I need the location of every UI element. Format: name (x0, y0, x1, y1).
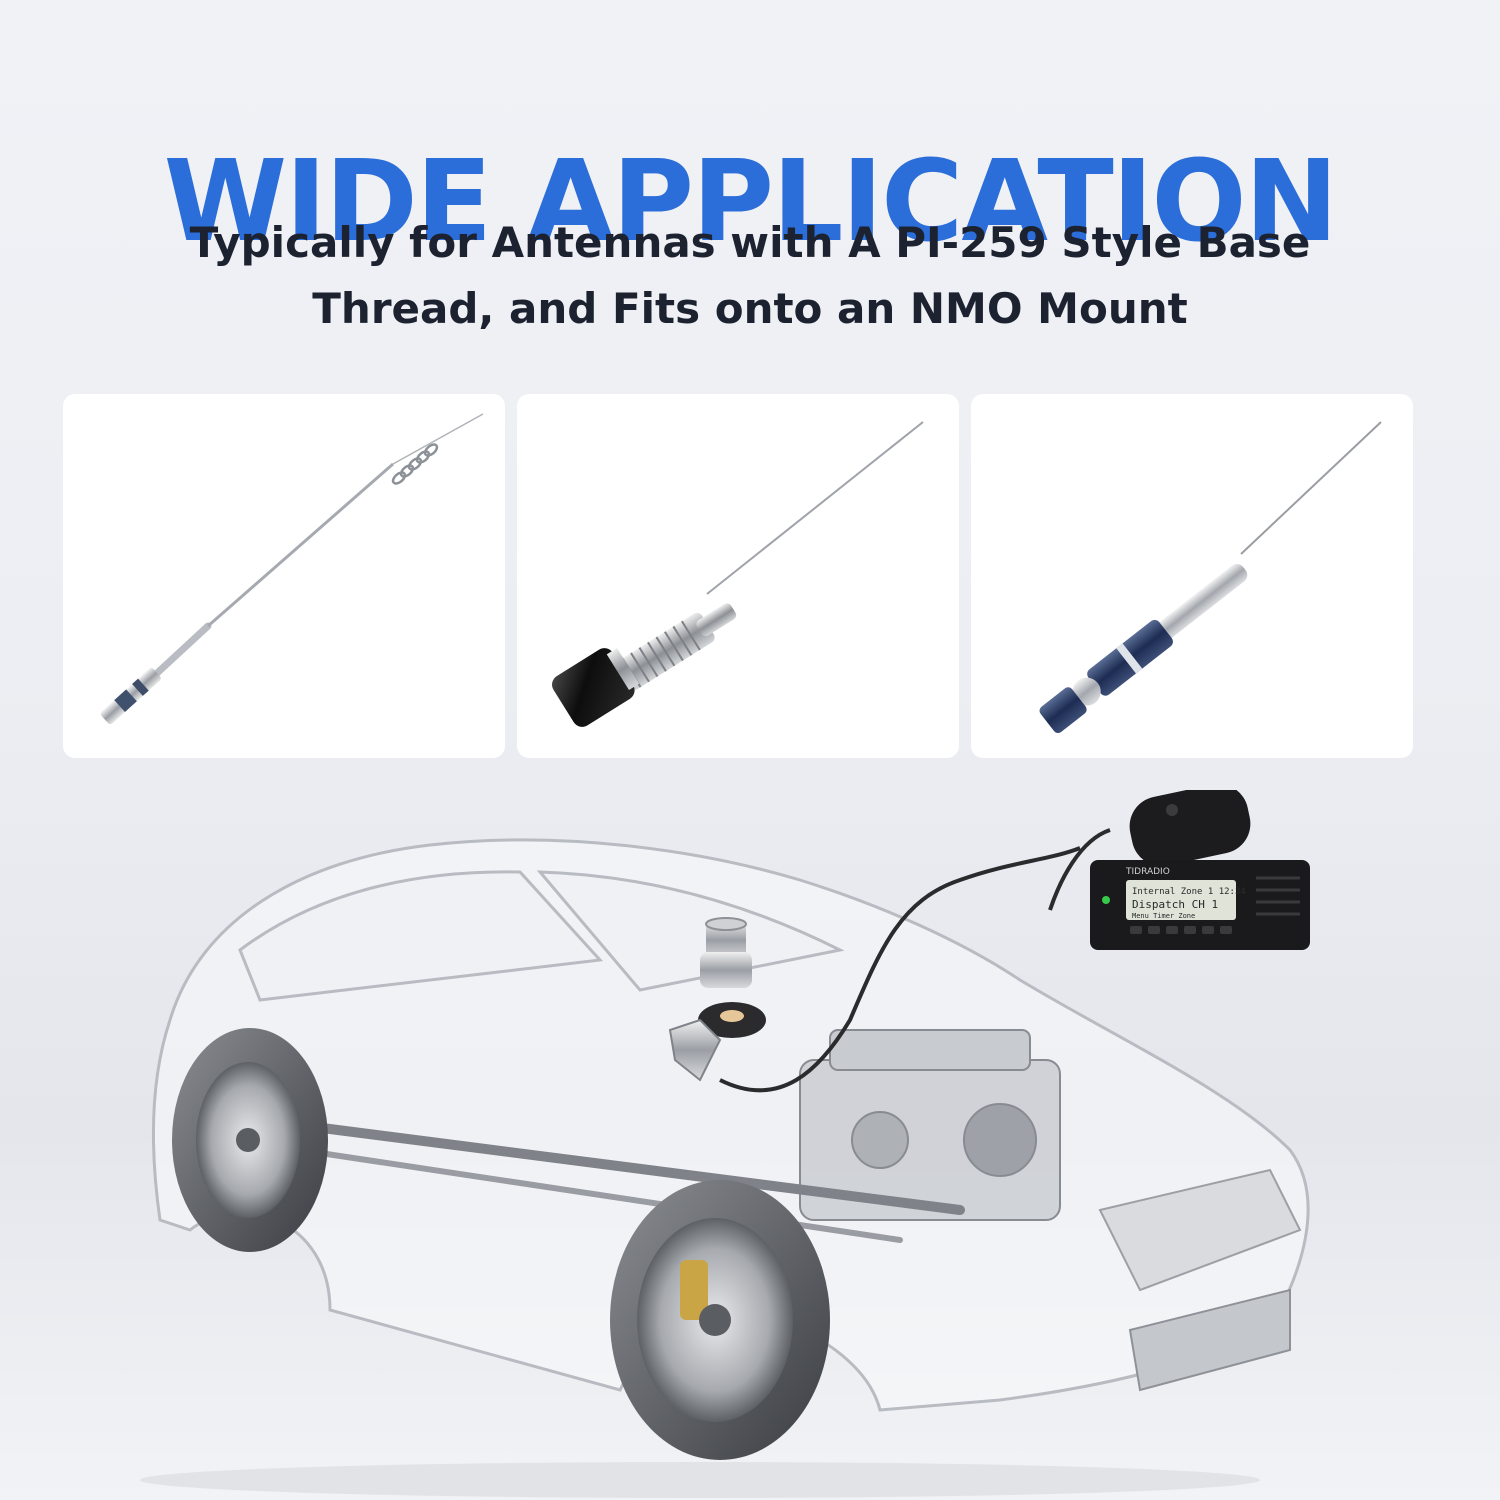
coil-whip-antenna-icon (100, 413, 484, 725)
blue-base-whip-antenna-icon (1039, 421, 1382, 734)
engine-icon (799, 1029, 1061, 1221)
microphone-icon (1129, 790, 1251, 867)
mobile-radio-icon: Internal Zone 1 12:34 Dispatch CH 1 Menu… (1090, 860, 1310, 950)
radio-display-line3: Menu Timer Zone (1132, 912, 1195, 920)
car-body-icon (151, 838, 1310, 1412)
rear-wheel-icon (172, 1028, 328, 1252)
radio-display-line2: Dispatch CH 1 (1132, 898, 1218, 911)
page-subtitle: Typically for Antennas with A PI-259 Sty… (150, 210, 1350, 342)
subtitle-line-1: Typically for Antennas with A PI-259 Sty… (189, 218, 1311, 267)
page-title: WIDE APPLICATION (163, 137, 1339, 268)
radio-brand-label: TIDRADIO (1125, 867, 1170, 877)
spring-base-whip-antenna-icon (552, 421, 924, 727)
product-card-coil-antenna (63, 394, 505, 758)
radio-display-line1: Internal Zone 1 12:34 (1132, 887, 1246, 897)
subtitle-line-2: Thread, and Fits onto an NMO Mount (312, 284, 1188, 333)
nmo-mount-adapter-icon (668, 917, 766, 1082)
car-installation-scene: Internal Zone 1 12:34 Dispatch CH 1 Menu… (140, 790, 1310, 1498)
front-wheel-icon (610, 1180, 830, 1460)
product-card-spring-antenna (517, 394, 959, 758)
product-card-blue-antenna (971, 394, 1413, 758)
